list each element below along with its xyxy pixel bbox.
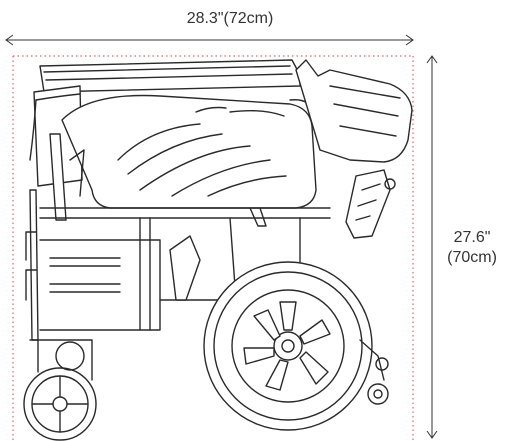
- side-panel: [49, 94, 317, 221]
- wheelchair: [23, 59, 413, 441]
- height-arrow: [426, 55, 438, 439]
- rear-wheel: [203, 261, 373, 431]
- front-caster: [23, 339, 97, 441]
- footrest: [295, 59, 413, 239]
- height-dimension-cm: (70cm): [447, 249, 497, 266]
- width-dimension-label: 28.3"(72cm): [186, 10, 274, 27]
- anti-tipper: [359, 339, 389, 405]
- width-arrow: [5, 34, 414, 46]
- height-dimension-label: 27.6" (70cm): [430, 228, 513, 268]
- bounding-guide: [12, 55, 414, 441]
- height-dimension-inches: 27.6": [453, 229, 491, 246]
